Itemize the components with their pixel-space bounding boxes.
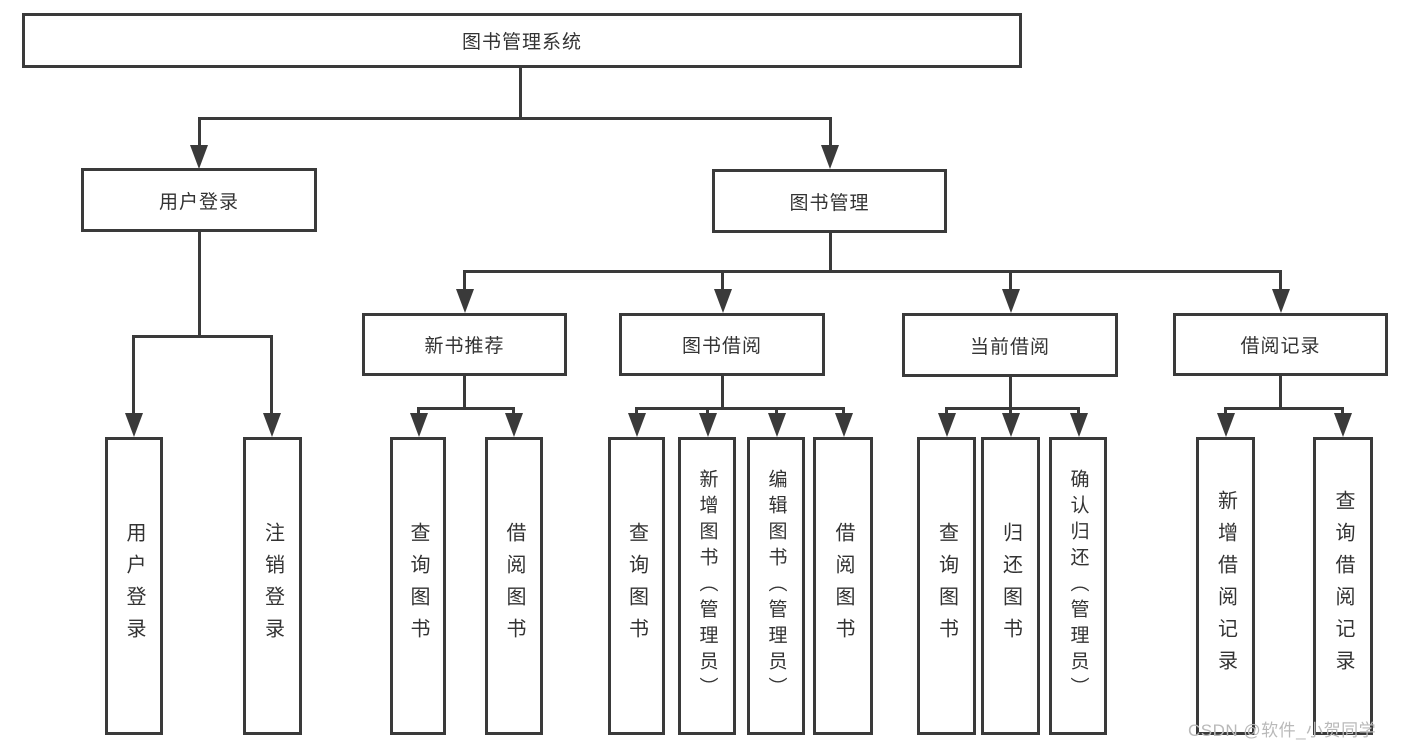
- arrowhead-leaf-logout: [263, 413, 281, 437]
- leaf-label-query-book-borrow: 查询图书: [625, 522, 648, 650]
- node-leaf-edit-book: 编辑图书（管理员）: [747, 437, 805, 735]
- arrowhead-query-book-borrow: [628, 413, 646, 437]
- connector-new-book-rec-stem: [463, 376, 466, 410]
- leaf-label-edit-book: 编辑图书（管理员）: [765, 469, 787, 703]
- connector-drop-add-book: [706, 407, 709, 413]
- leaf-label-user-login: 用户登录: [123, 522, 145, 650]
- connector-drop-edit-book: [775, 407, 778, 413]
- connector-drop-query-book-rec: [417, 407, 420, 413]
- arrowhead-book-mgmt: [821, 145, 839, 169]
- connector-book-borrow-stem: [721, 376, 724, 410]
- connector-drop-new-book-rec: [463, 270, 466, 291]
- node-leaf-query-borrow-record: 查询借阅记录: [1313, 437, 1373, 735]
- csdn-watermark: CSDN @软件_小贺同学: [1188, 721, 1377, 740]
- connector-current-borrow-stem: [1009, 377, 1012, 410]
- node-leaf-add-book: 新增图书（管理员）: [678, 437, 736, 735]
- node-leaf-user-login: 用户登录: [105, 437, 163, 735]
- node-leaf-query-book-borrow: 查询图书: [608, 437, 665, 735]
- arrowhead-leaf-user-login: [125, 413, 143, 437]
- node-borrow-records: 借阅记录: [1173, 313, 1388, 376]
- connector-drop-query-borrow-record: [1341, 407, 1344, 413]
- connector-drop-query-book-current: [945, 407, 948, 413]
- node-leaf-query-book-current: 查询图书: [917, 437, 976, 735]
- connector-drop-borrow-book-borrow: [842, 407, 845, 413]
- connector-user-login-stem: [198, 232, 201, 338]
- arrowhead-confirm-return: [1070, 413, 1088, 437]
- connector-drop-borrow-records: [1279, 270, 1282, 291]
- connector-book-mgmt-stem: [829, 233, 832, 273]
- node-new-book-rec: 新书推荐: [362, 313, 567, 376]
- leaf-label-query-book-rec: 查询图书: [407, 522, 429, 650]
- leaf-label-add-book: 新增图书（管理员）: [696, 469, 718, 703]
- arrowhead-edit-book: [768, 413, 786, 437]
- leaf-label-query-borrow-record: 查询借阅记录: [1332, 490, 1354, 682]
- connector-drop-book-mgmt: [829, 117, 832, 147]
- leaf-label-logout: 注销登录: [261, 522, 284, 650]
- node-leaf-return-book: 归还图书: [981, 437, 1040, 735]
- arrowhead-current-borrow: [1002, 289, 1020, 313]
- connector-drop-query-book-borrow: [635, 407, 638, 413]
- leaf-label-add-borrow-record: 新增借阅记录: [1214, 490, 1237, 682]
- leaf-label-confirm-return: 确认归还（管理员）: [1067, 469, 1089, 703]
- arrowhead-add-book: [699, 413, 717, 437]
- arrowhead-new-book-rec: [456, 289, 474, 313]
- leaf-label-borrow-book-borrow: 借阅图书: [832, 522, 854, 650]
- connector-borrow-records-stem: [1279, 376, 1282, 410]
- arrowhead-borrow-records: [1272, 289, 1290, 313]
- node-root: 图书管理系统: [22, 13, 1022, 68]
- arrowhead-borrow-book-rec: [505, 413, 523, 437]
- connector-drop-user-login: [198, 117, 201, 147]
- arrowhead-add-borrow-record: [1217, 413, 1235, 437]
- node-book-mgmt: 图书管理: [712, 169, 947, 233]
- connector-drop-book-borrow: [721, 270, 724, 291]
- leaf-label-borrow-book-rec: 借阅图书: [503, 522, 525, 650]
- connector-drop-leaf-logout: [270, 335, 273, 413]
- node-leaf-confirm-return: 确认归还（管理员）: [1049, 437, 1107, 735]
- connector-drop-add-borrow-record: [1224, 407, 1227, 413]
- connector-book-mgmt-branch: [463, 270, 1281, 273]
- node-book-borrow: 图书借阅: [619, 313, 825, 376]
- connector-root-stem: [519, 68, 522, 119]
- arrowhead-query-borrow-record: [1334, 413, 1352, 437]
- node-leaf-query-book-rec: 查询图书: [390, 437, 446, 735]
- connector-borrow-records-branch: [1224, 407, 1344, 410]
- connector-drop-current-borrow: [1009, 270, 1012, 291]
- connector-drop-borrow-book-rec: [512, 407, 515, 413]
- leaf-label-return-book: 归还图书: [999, 522, 1022, 650]
- arrowhead-borrow-book-borrow: [835, 413, 853, 437]
- node-user-login: 用户登录: [81, 168, 317, 232]
- connector-drop-return-book: [1009, 407, 1012, 413]
- connector-drop-leaf-user-login: [132, 335, 135, 413]
- connector-user-login-branch: [132, 335, 272, 338]
- connector-root-branch: [198, 117, 831, 120]
- node-leaf-add-borrow-record: 新增借阅记录: [1196, 437, 1255, 735]
- connector-drop-confirm-return: [1077, 407, 1080, 413]
- connector-current-borrow-branch: [945, 407, 1079, 410]
- arrowhead-user-login: [190, 145, 208, 169]
- arrowhead-book-borrow: [714, 289, 732, 313]
- connector-new-book-rec-branch: [417, 407, 515, 410]
- arrowhead-query-book-current: [938, 413, 956, 437]
- arrowhead-return-book: [1002, 413, 1020, 437]
- connector-book-borrow-branch: [635, 407, 844, 410]
- node-leaf-logout: 注销登录: [243, 437, 302, 735]
- node-leaf-borrow-book-borrow: 借阅图书: [813, 437, 873, 735]
- arrowhead-query-book-rec: [410, 413, 428, 437]
- node-current-borrow: 当前借阅: [902, 313, 1118, 377]
- leaf-label-query-book-current: 查询图书: [935, 522, 958, 650]
- node-leaf-borrow-book-rec: 借阅图书: [485, 437, 543, 735]
